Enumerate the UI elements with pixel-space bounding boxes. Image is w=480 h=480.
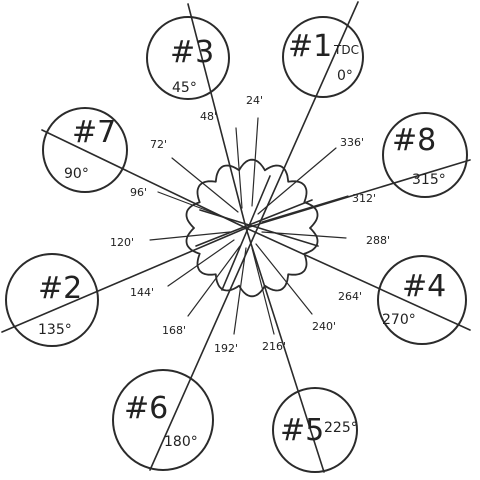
- tick-line-192: [233, 247, 247, 335]
- cylinder-1-tdc: TDC: [333, 43, 359, 57]
- tick-label-24: 24': [246, 94, 263, 107]
- tick-label-120: 120': [110, 236, 134, 249]
- tick-label-144: 144': [130, 286, 154, 299]
- cylinder-7-degree: 90°: [64, 166, 89, 182]
- cylinder-5-degree: 225°: [324, 420, 358, 436]
- hub-flower: [185, 158, 319, 298]
- tick-label-96: 96': [130, 186, 147, 199]
- tick-line-72: [171, 157, 239, 213]
- cylinder-8-label: #8: [392, 123, 436, 158]
- cylinder-1-label: #1: [288, 29, 332, 64]
- tick-line-24: [251, 117, 259, 207]
- cylinder-2-degree: 135°: [38, 322, 72, 338]
- spoke-7: [41, 129, 247, 229]
- tick-label-240: 240': [312, 320, 336, 333]
- tick-label-192: 192': [214, 342, 238, 355]
- spoke-8: [245, 159, 471, 229]
- tick-line-48: [235, 127, 243, 209]
- cylinder-7-circle: [42, 107, 128, 193]
- tick-label-264: 264': [338, 290, 362, 303]
- cylinder-2-circle: [5, 253, 99, 347]
- spoke-lines: [1, 1, 471, 473]
- tick-label-288: 288': [366, 234, 390, 247]
- cylinder-5-label: #5: [280, 413, 324, 448]
- cylinder-1-degree: 0°: [337, 68, 353, 84]
- spoke-1-6: [149, 1, 359, 471]
- cylinder-6-label: #6: [124, 391, 168, 426]
- tick-line-216: [251, 247, 275, 335]
- cylinder-1-circle: [282, 16, 364, 98]
- tick-lines: [149, 117, 349, 335]
- cylinder-8-circle: [382, 112, 468, 198]
- cylinder-3-label: #3: [170, 35, 214, 70]
- tick-line-144: [167, 239, 235, 287]
- hub-line-c: [221, 175, 271, 291]
- hub-line-b: [195, 199, 313, 247]
- tick-line-168: [187, 245, 241, 317]
- cylinder-3-circle: [146, 16, 230, 100]
- hub-spokes: [195, 175, 319, 291]
- spoke-2: [1, 227, 247, 333]
- tick-label-48: 48': [200, 110, 217, 123]
- tick-line-312: [261, 195, 349, 223]
- tick-label-216: 216': [262, 340, 286, 353]
- cylinder-6-circle: [112, 369, 214, 471]
- cylinder-3-degree: 45°: [172, 80, 197, 96]
- tick-label-72: 72': [150, 138, 167, 151]
- cylinder-8-degree: 315°: [412, 172, 446, 188]
- cylinder-6-degree: 180°: [164, 434, 198, 450]
- cylinder-4-label: #4: [402, 269, 446, 304]
- spoke-3: [187, 3, 247, 229]
- cylinder-5-circle: [272, 387, 358, 473]
- spoke-5: [245, 227, 325, 473]
- spoke-4: [245, 227, 471, 331]
- cylinder-2-label: #2: [38, 271, 82, 306]
- tick-line-240: [255, 243, 313, 315]
- tick-label-168: 168': [162, 324, 186, 337]
- cylinder-7-label: #7: [72, 115, 116, 150]
- tick-label-312: 312': [352, 192, 376, 205]
- cylinder-4-circle: [377, 255, 467, 345]
- hub-line-a: [199, 209, 319, 247]
- cylinder-4-degree: 270°: [382, 312, 416, 328]
- cylinder-circles: [5, 16, 468, 473]
- tick-line-120: [149, 231, 231, 241]
- tick-label-336: 336': [340, 136, 364, 149]
